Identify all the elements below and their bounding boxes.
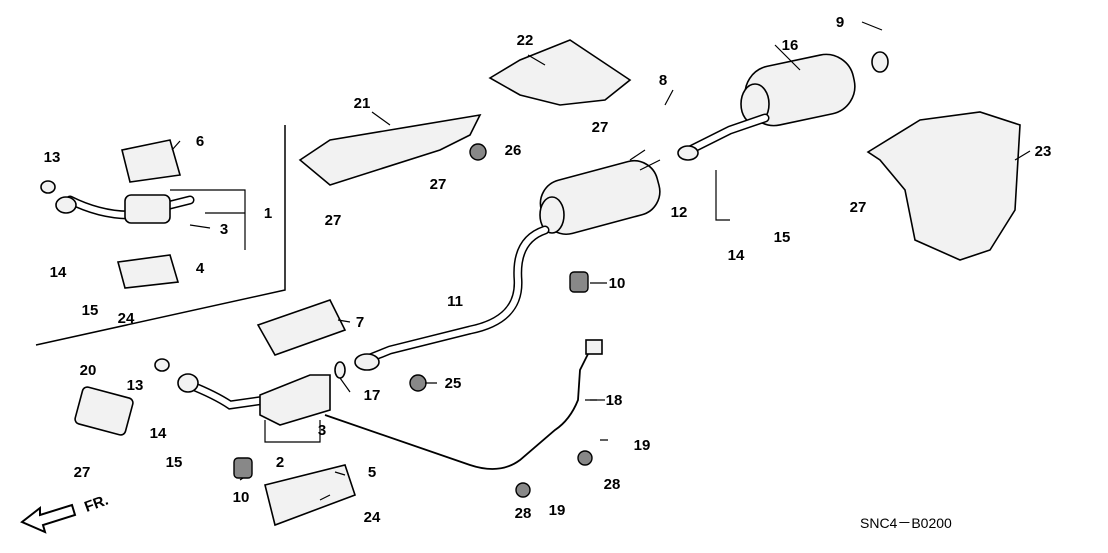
callout: 24 [118,310,135,327]
callout: 4 [196,260,205,277]
callout: 11 [447,293,463,310]
callout: 5 [368,464,376,481]
callout: 8 [659,72,667,89]
callout: 20 [80,362,97,379]
callout: 27 [74,464,91,481]
part-heat-shield-21 [298,113,482,186]
callout: 6 [196,133,204,150]
front-arrow-icon [20,503,77,534]
callout: 27 [325,212,342,229]
callout: 25 [445,375,462,392]
callout: 28 [515,505,532,522]
callout: 22 [517,32,534,49]
part-heat-shield-23 [866,111,1021,261]
part-gasket-17 [334,361,346,379]
callout: 12 [671,204,688,221]
callout: 26 [505,142,522,159]
callout: 13 [44,149,61,166]
callout: 23 [1035,143,1052,160]
callout-labels: 13 6 1 3 4 14 15 24 21 22 8 27 26 27 27 … [44,14,1052,526]
callout: 10 [609,275,626,292]
callout: 27 [850,199,867,216]
callout: 18 [606,392,623,409]
part-hanger-10a [569,271,589,293]
callout: 14 [728,247,745,264]
part-converter-assy-inset [40,139,246,289]
callout: 16 [782,37,799,54]
front-direction-indicator: FR. [20,492,111,534]
inset-divider [35,125,286,346]
part-converter-2 [177,299,357,527]
callout: 2 [276,454,284,471]
callout: 19 [634,437,651,454]
callout: 14 [50,264,67,281]
callout: 9 [836,14,844,31]
callout: 28 [604,476,621,493]
diagram-code: SNC4－B0200 [860,515,952,531]
callout: 13 [127,377,144,394]
callout: 21 [354,95,371,112]
part-gasket-13 [154,358,170,372]
part-nut-25 [409,374,427,392]
callout: 17 [364,387,381,404]
part-center-muffler-11 [354,149,661,371]
part-gasket-20 [74,386,134,436]
part-muffler-16 [677,51,889,161]
callout: 15 [166,454,183,471]
callout: 15 [82,302,99,319]
callout: 3 [220,221,228,238]
callout: 27 [592,119,609,136]
front-label: FR. [82,492,111,516]
callout: 14 [150,425,167,442]
callout: 24 [364,509,381,526]
part-nut-28a [577,450,593,466]
callout: 1 [264,205,272,222]
part-oxygen-sensor-18 [324,349,591,470]
callout: 10 [233,489,250,506]
leader-lines [171,21,1031,501]
part-heat-shield-22 [488,39,632,106]
part-nut-28b [515,482,531,498]
callout: 7 [356,314,364,331]
part-hanger-10b [233,457,253,479]
callout: 27 [430,176,447,193]
callout: 19 [549,502,566,519]
part-nut-26 [469,143,487,161]
callout: 3 [318,422,326,439]
callout: 15 [774,229,791,246]
